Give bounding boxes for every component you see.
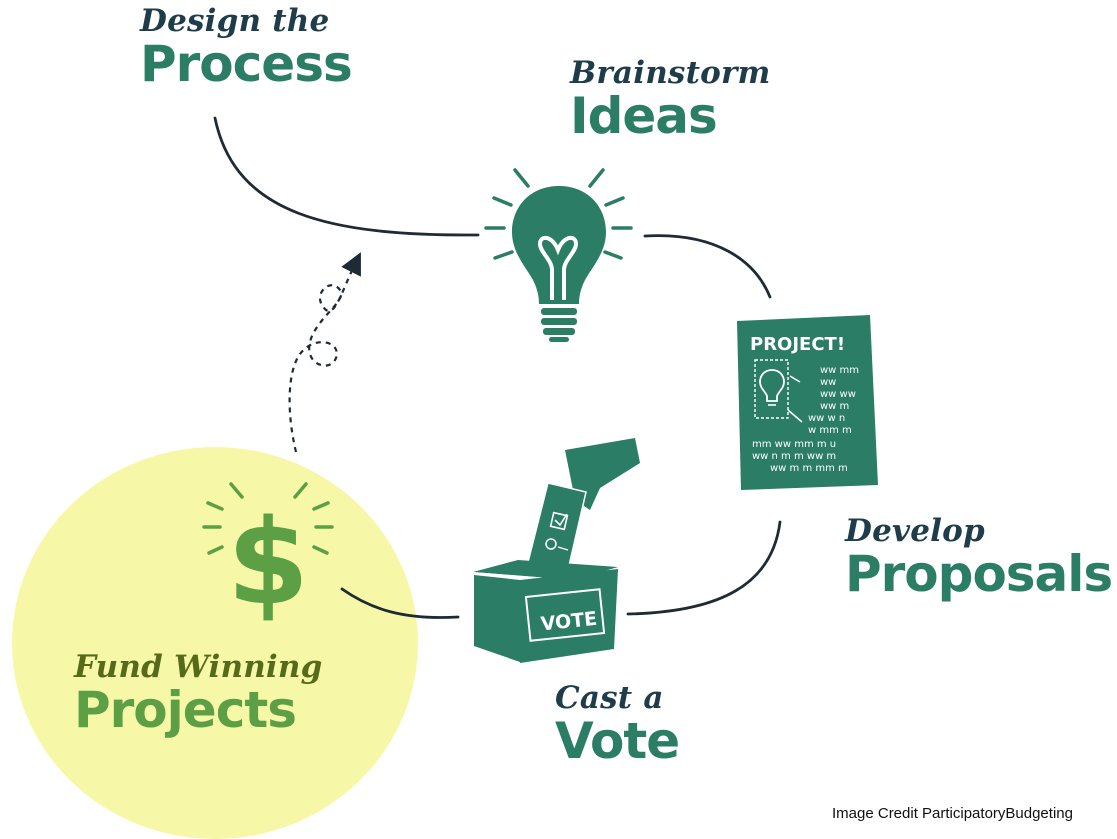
poster-scribble: ww m m mm m [770,463,848,474]
step-subtitle: Design the [140,3,330,39]
step-title: Vote [555,712,680,770]
connector-vote-to-fund [340,587,460,619]
connector-proposals-to-vote [626,520,782,616]
step-subtitle: Develop [845,513,985,549]
step-cast-vote: Cast a Vote [555,680,680,770]
poster-icon: PROJECT! ww mm ww ww ww ww m ww w n w mm… [737,315,878,490]
step-design-process: Design the Process [140,3,353,93]
step-title: Process [140,35,353,93]
dashed-arrow-icon [288,252,361,453]
lightbulb-icon [484,168,633,342]
connector-design-to-ideas [213,116,480,237]
dollar-icon: $ [202,482,334,631]
poster-title: PROJECT! [750,334,845,355]
poster-scribble: w mm m [808,425,852,436]
step-brainstorm-ideas: Brainstorm Ideas [570,55,771,145]
dollar-sign: $ [227,493,309,631]
poster-scribble: ww ww [820,389,856,400]
poster-scribble: ww mm [820,365,859,376]
step-subtitle: Cast a [555,680,664,716]
poster-scribble: ww [820,377,836,388]
poster-scribble: mm ww mm m u [752,439,836,450]
ballot-box-icon: VOTE [473,438,640,663]
step-title: Ideas [570,87,718,145]
step-subtitle: Fund Winning [74,649,323,685]
step-develop-proposals: Develop Proposals [845,513,1113,603]
step-subtitle: Brainstorm [570,55,771,91]
poster-scribble: ww m [820,401,849,412]
step-title: Projects [74,681,297,739]
step-title: Proposals [845,545,1113,603]
image-credit: Image Credit ParticipatoryBudgeting [832,805,1073,822]
highlight-circle [12,447,418,839]
poster-scribble: ww n m m ww m [752,451,836,462]
step-fund-projects: Fund Winning Projects [74,649,323,739]
connector-ideas-to-proposals [643,234,772,299]
poster-scribble: ww w n [808,413,845,424]
